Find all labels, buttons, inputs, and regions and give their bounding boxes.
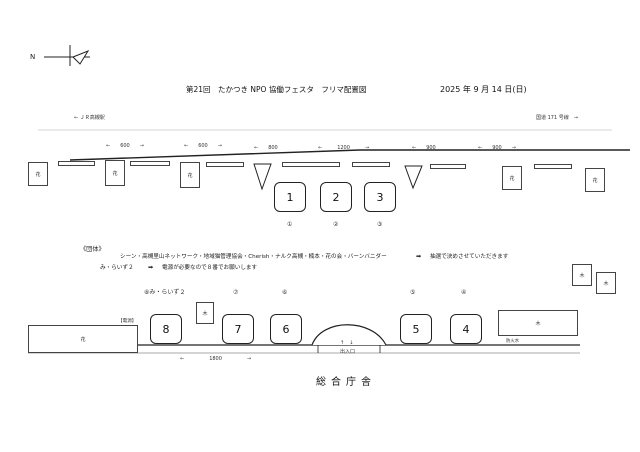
booth-mark-5: ⑤: [410, 289, 416, 296]
flower-bed: 花: [105, 160, 125, 186]
booth-mark-4: ④: [461, 289, 467, 296]
direction-left: ← ＪＲ高槻駅: [74, 115, 105, 121]
measure-1800: ← 1800 →: [180, 356, 252, 362]
booth-mark-7: ⑦: [233, 289, 239, 296]
booth-mark-2: ②: [333, 221, 339, 228]
measure-600-b: ← 600 →: [184, 143, 222, 149]
tree-box: 木: [196, 302, 214, 324]
arrow-right-icon: ➡: [416, 253, 422, 260]
flower-bed: 花: [28, 162, 48, 186]
flower-bed: 花: [585, 168, 605, 192]
groups-line-2: み・らいず２: [100, 265, 134, 271]
groups-label: 《団体》: [80, 246, 105, 253]
booth-mark-6: ⑥: [282, 289, 288, 296]
page-title: 第21回 たかつき NPO 協働フェスタ フリマ配置図: [186, 85, 367, 94]
triangle-marker-left: [253, 163, 272, 191]
arrow-right-icon: ➡: [148, 264, 154, 271]
groups-line-1: シーン・高槻里山ネットワーク・地域猫管理協会・Cherish・ナルク高槻・楠本・…: [120, 254, 387, 260]
booth-mark-3: ③: [377, 221, 383, 228]
booth-5[interactable]: 5: [400, 314, 432, 344]
booth-mark-1: ①: [287, 221, 293, 228]
booth-7[interactable]: 7: [222, 314, 254, 344]
measure-900-a: ← 900: [412, 145, 436, 151]
flower-bed-long: 花: [28, 325, 138, 353]
event-date: 2025 年 9 月 14 日(日): [440, 85, 527, 94]
booth-1[interactable]: 1: [274, 182, 306, 212]
booth-6[interactable]: 6: [270, 314, 302, 344]
booth-4[interactable]: 4: [450, 314, 482, 344]
bench-strip: [130, 161, 170, 166]
bench-strip: [58, 161, 95, 166]
booth-3[interactable]: 3: [364, 182, 396, 212]
measure-1200: ← 1200 →: [318, 145, 370, 151]
upper-road-line: [69, 149, 630, 161]
hall-label: 総合庁舎: [316, 377, 376, 388]
flower-bed: 花: [180, 162, 200, 188]
tree-box-wide: 木: [498, 310, 578, 336]
booth-2[interactable]: 2: [320, 182, 352, 212]
groups-result-2: 電源が必要なので８番でお願いします: [162, 265, 258, 271]
tree-box: 木: [572, 264, 592, 286]
measure-600-a: ← 600 →: [106, 143, 144, 149]
north-arrow-icon: [44, 45, 90, 66]
booth-8[interactable]: 8: [150, 314, 182, 344]
tree-box: 木: [596, 272, 616, 294]
bench-strip: [282, 162, 340, 167]
power-label: 【電源】: [118, 319, 137, 324]
entrance-canopy: [311, 324, 387, 346]
bench-strip: [430, 164, 466, 169]
flower-bed: 花: [502, 166, 522, 190]
entrance-label[interactable]: 出入口: [340, 349, 356, 355]
measure-900-b: ← 900 →: [478, 145, 516, 151]
entrance-arrow-icon: ↑ ↓: [340, 340, 354, 346]
fire-water-label: 防火水: [506, 339, 520, 344]
measure-800: ← 800: [254, 145, 278, 151]
bench-strip: [206, 162, 244, 167]
booth-mark-8: ⑧み・らいず２: [144, 289, 186, 296]
bench-strip: [534, 164, 572, 169]
triangle-marker-right: [404, 165, 423, 190]
compass-label: N: [30, 53, 36, 61]
direction-right: 国道 171 号線 →: [536, 115, 578, 121]
bench-strip: [352, 162, 390, 167]
groups-result-1: 抽選で決めさせていただきます: [430, 254, 509, 260]
